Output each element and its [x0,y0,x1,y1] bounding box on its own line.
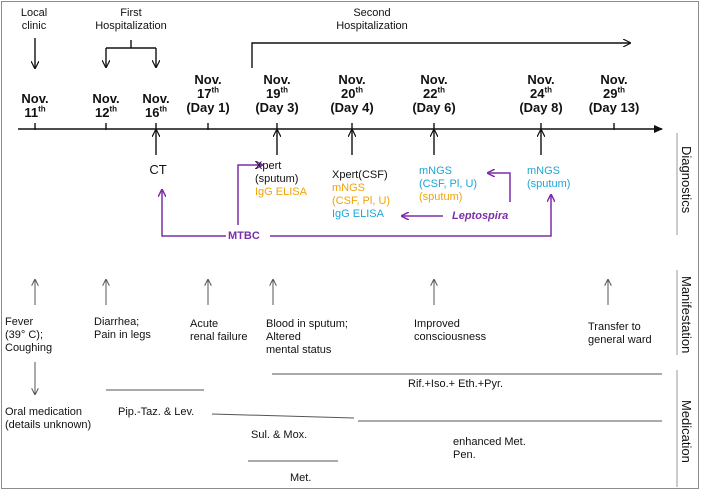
date-month: Nov. [142,91,170,106]
date-day-number: (Day 4) [330,100,374,115]
date-day: 20th [340,85,364,101]
date-day: 12th [94,104,118,120]
mtbc-arrow-xpert [237,165,262,225]
mtbc-arrow-mngs [270,195,551,237]
sul-mox-label: Sul. & Mox. [251,429,308,441]
date-month: Nov. [263,72,291,87]
ct-label: CT [149,162,167,177]
date-label: Nov.20th(Day 4) [330,73,373,115]
date-label: Nov.19th(Day 3) [255,73,298,115]
date-day: 29th [602,85,626,101]
date-day-number: (Day 8) [519,100,563,115]
side-label-manifestation: Manifestation [679,276,694,354]
mtbc-label: MTBC [228,230,260,242]
side-label-medication: Medication [679,400,694,463]
date-day-number: (Day 3) [255,100,299,115]
pip-taz-label: Pip.-Taz. & Lev. [118,406,195,418]
rif-label: Rif.+Iso.+ Eth.+Pyr. [408,378,504,390]
date-day: 11th [24,104,46,120]
date-month: Nov. [92,91,120,106]
date-day-number: (Day 13) [588,100,640,115]
date-day-number: (Day 1) [186,100,230,115]
date-label: Nov.17th(Day 1) [186,73,229,115]
second-hosp-bracket [251,43,630,68]
leptospira-arrow-up [488,173,511,202]
enhanced-met-label: enhanced Met.Pen. [453,436,526,461]
date-label: Nov.11th [21,92,48,120]
oral-medication-label: Oral medication(details unknown) [5,406,92,431]
date-month: Nov. [338,72,366,87]
date-day: 16th [144,104,168,120]
date-label: Nov.12th [92,92,119,120]
date-month: Nov. [600,72,628,87]
date-day: 22th [422,85,446,101]
sul-bar [211,413,355,419]
date-month: Nov. [21,91,49,106]
date-label: Nov.29th(Day 13) [589,73,640,115]
xpert-csf-label: Xpert(CSF) mNGS (CSF, Pl, U) IgG ELISA [332,169,391,220]
date-day-number: (Day 6) [412,100,456,115]
xpert-sputum-label: Xpert(sputum) IgG ELISA [255,160,307,198]
date-day: 19th [265,85,289,101]
mngs-csf-day6: mNGS (CSF, Pl, U) (sputum) [419,165,478,203]
date-month: Nov. [527,72,555,87]
mngs-sputum-day8: mNGS(sputum) [527,165,571,190]
fever-label: Fever(39° C);Coughing [5,316,53,354]
leptospira-label: Leptospira [452,210,509,222]
date-label: Nov.16th [142,92,169,120]
mtbc-arrow-ct [162,190,226,237]
date-day: 24th [529,85,553,101]
date-label: Nov.24th(Day 8) [519,73,562,115]
diarrhea-label: Diarrhea;Pain in legs [94,316,151,341]
first-hosp-bracket [106,40,156,49]
met-label: Met. [290,472,312,484]
date-label: Nov.22th(Day 6) [412,73,455,115]
date-day: 17th [196,85,220,101]
side-label-diagnostics: Diagnostics [679,146,694,214]
date-month: Nov. [194,72,222,87]
date-month: Nov. [420,72,448,87]
